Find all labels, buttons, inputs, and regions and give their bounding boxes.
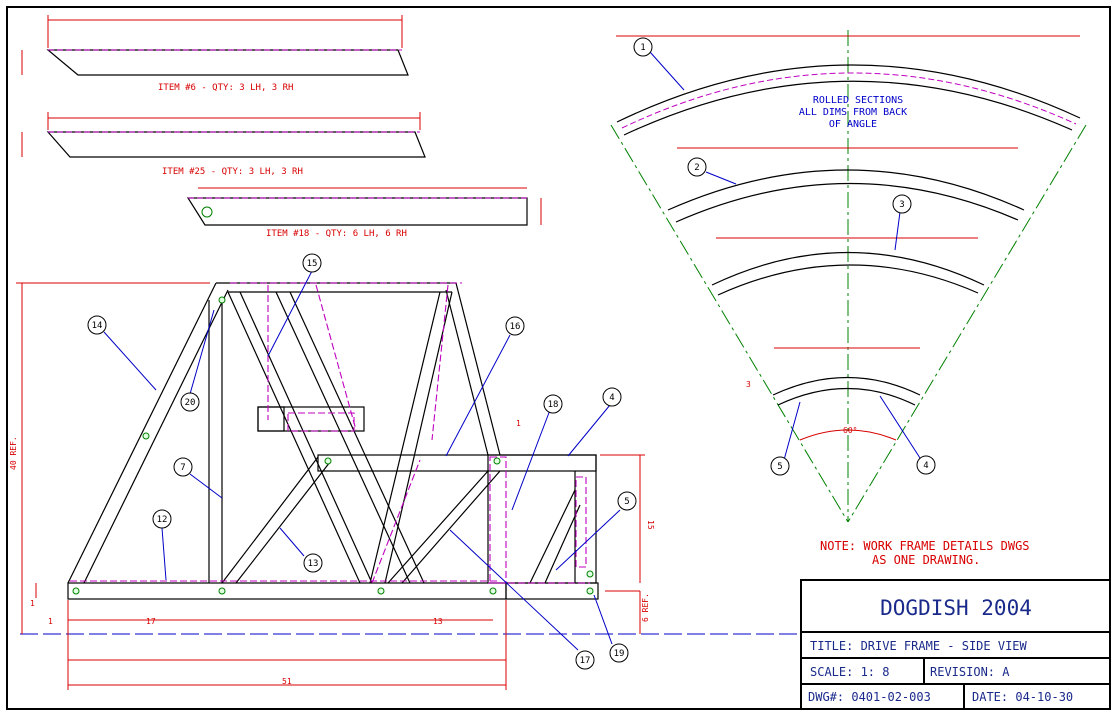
callout-number: 20 [185,398,196,408]
callout-number: 5 [624,497,629,507]
rolled-note-line3: OF ANGLE [829,119,877,130]
dim-1-b: 1 [48,617,53,626]
callout-7: 7 [173,457,193,477]
callout-12: 12 [152,509,172,529]
dim-17: 17 [146,617,156,626]
item-6-label: ITEM #6 - QTY: 3 LH, 3 RH [158,83,293,93]
pivot-markers [72,296,594,595]
callout-number: 15 [307,259,318,269]
callout-number: 17 [580,656,591,666]
dim-1-c: 1 [516,419,521,428]
callout-number: 16 [510,322,521,332]
callout-number: 7 [180,463,185,473]
callout-17: 17 [575,650,595,670]
dim-15: 15 [646,520,655,530]
callout-16: 16 [505,316,525,336]
callout-5: 5 [617,491,637,511]
item-25-detail: ITEM #25 - QTY: 3 LH, 3 RH [21,112,426,177]
angle-60: 60° [843,426,857,435]
rolled-note-line1: ROLLED SECTIONS [813,95,903,106]
item-6-detail: ITEM #6 - QTY: 3 LH, 3 RH [21,15,409,93]
dim-13: 13 [433,617,443,626]
callout-15: 15 [302,253,322,273]
title-block [800,579,1111,710]
hidden-lines [70,282,590,584]
callout-20: 20 [180,392,200,412]
callout-number: 5 [777,462,782,472]
dim-3: 3 [746,380,751,389]
callout-18: 18 [543,394,563,414]
drawing-number: DWG#: 0401-02-003 [808,690,931,704]
callout-4: 4 [916,455,936,475]
callout-number: 4 [923,461,928,471]
callout-number: 19 [614,649,625,659]
item-25-label: ITEM #25 - QTY: 3 LH, 3 RH [162,167,303,177]
dim-6-ref: 6 REF. [641,593,650,622]
callout-3: 3 [892,194,912,214]
callout-number: 13 [308,559,319,569]
item-18-detail: ITEM #18 - QTY: 6 LH, 6 RH [186,187,542,239]
note-line1: NOTE: WORK FRAME DETAILS DWGS [820,539,1030,553]
callout-number: 4 [609,393,614,403]
callout-13: 13 [303,553,323,573]
note-line2: AS ONE DRAWING. [872,553,980,567]
callout-number: 12 [157,515,168,525]
callout-number: 14 [92,321,103,331]
drawing-revision: REVISION: A [930,665,1010,679]
callout-number: 1 [640,43,645,53]
callout-leaders [103,270,621,651]
dim-1-a: 1 [30,599,35,608]
callout-1: 1 [633,37,653,57]
item-18-label: ITEM #18 - QTY: 6 LH, 6 RH [266,229,407,239]
dim-51: 51 [282,677,292,686]
callout-2: 2 [687,157,707,177]
project-name: DOGDISH 2004 [880,596,1032,620]
callout-5: 5 [770,456,790,476]
callout-number: 3 [899,200,904,210]
drive-frame-side-view [67,282,599,600]
drawing-date: DATE: 04-10-30 [972,690,1073,704]
drawing-scale: SCALE: 1: 8 [810,665,889,679]
callout-14: 14 [87,315,107,335]
dimension-lines [16,282,645,690]
callout-19: 19 [609,643,629,663]
dimension-text: 40 REF. 6 REF. 17 13 1 1 1 15 51 [9,419,655,686]
rolled-sections: 60° 3 ROLLED SECTIONS ALL DIMS FROM BACK… [610,30,1087,523]
callout-number: 18 [548,400,559,410]
callout-number: 2 [694,163,699,173]
sheet-border [6,6,1111,710]
dim-40-ref: 40 REF. [9,436,18,470]
callout-4: 4 [602,387,622,407]
rolled-note-line2: ALL DIMS FROM BACK [799,107,907,118]
drawing-title: TITLE: DRIVE FRAME - SIDE VIEW [810,639,1028,653]
